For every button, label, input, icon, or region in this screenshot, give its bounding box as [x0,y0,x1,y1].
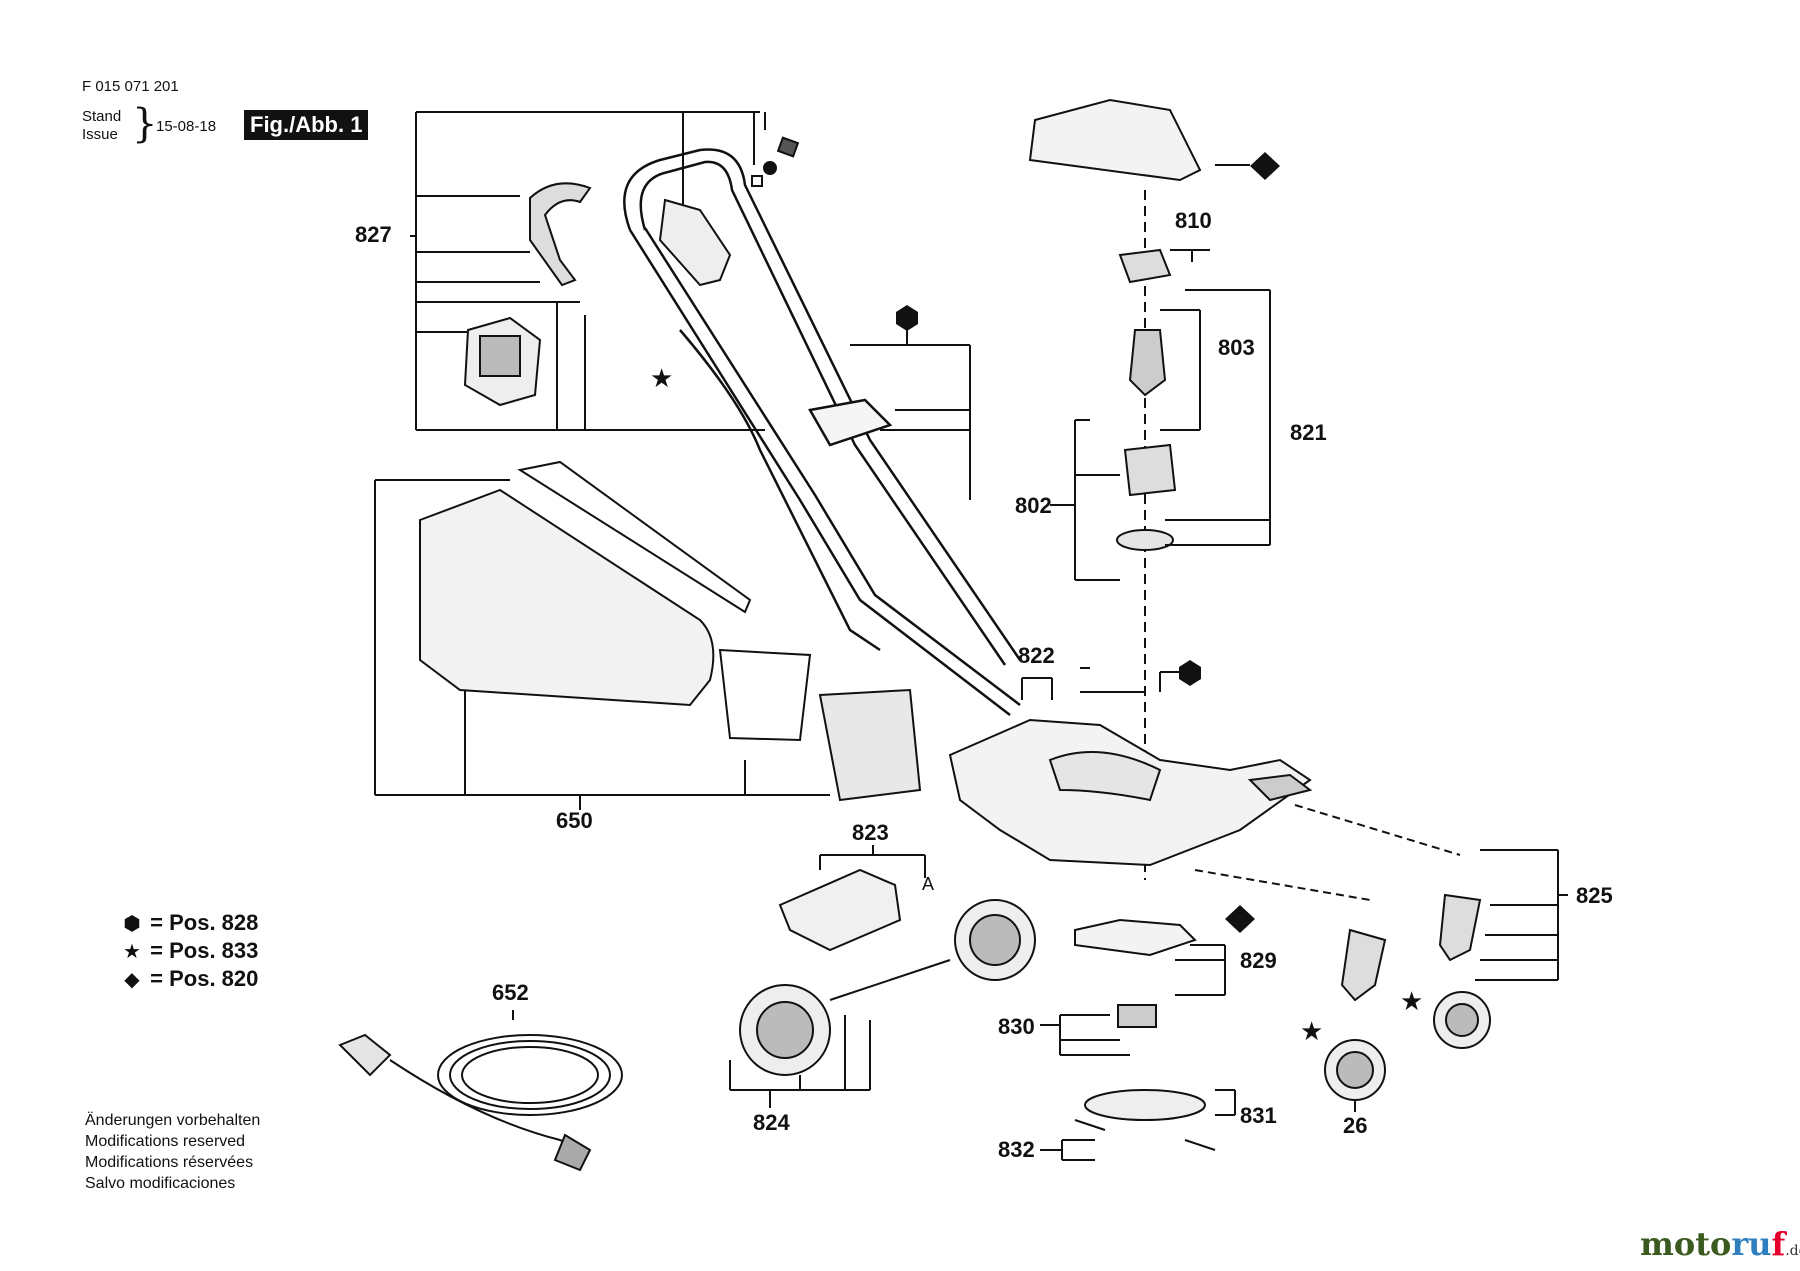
part-label-a: A [922,874,935,894]
hexagon-icon: ⬢ [123,913,141,935]
figure-label: Fig./Abb. 1 [244,110,369,140]
part-label-26: 26 [1343,1113,1368,1138]
part-label-822: 822 [1018,643,1055,668]
part-label-650: 650 [556,808,593,833]
brand-logo: motoruf.de [1640,1225,1800,1263]
modifications-es: Salvo modificaciones [85,1175,236,1192]
document-number: F 015 071 201 [82,78,179,95]
part-label-829: 829 [1240,948,1277,973]
motor-assembly [1021,98,1271,880]
hexagon-marker-icon [1179,660,1201,686]
mower-deck [948,718,1461,901]
modifications-note: Änderungen vorbehalten Modifications res… [85,1110,260,1194]
part-label-652: 652 [492,980,529,1005]
issue-date: 15-08-18 [156,118,217,135]
diamond-icon: ◆ [124,969,140,991]
brand-part-1: moto [1640,1225,1732,1263]
part-label-827: 827 [355,222,392,247]
legend-text: Pos. 833 [169,938,259,963]
blade-assembly [1040,918,1236,1161]
brand-tld: .de [1785,1243,1800,1259]
star-marker-icon: ★ [1300,1017,1323,1047]
issue-label: Issue [82,126,118,143]
grass-box [374,460,922,810]
star-marker-icon: ★ [650,364,673,394]
rear-wheels [729,899,1036,1108]
hexagon-marker-icon [896,305,918,331]
diamond-marker-icon [1250,152,1280,180]
push-handle [623,148,1022,716]
part-label-824: 824 [753,1110,790,1135]
part-label-810: 810 [1175,208,1212,233]
legend-text: Pos. 820 [169,966,259,991]
front-wheel-assembly [1324,849,1568,1112]
star-marker-icon: ★ [1400,987,1423,1017]
part-label-832: 832 [998,1137,1035,1162]
legend-row-820: ◆ = Pos. 820 [120,966,258,992]
part-label-830: 830 [998,1014,1035,1039]
stand-label: Stand [82,108,122,125]
brand-part-2: ru [1731,1225,1772,1263]
diamond-marker-icon [1225,905,1255,933]
part-label-831: 831 [1240,1103,1277,1128]
part-label-825: 825 [1576,883,1613,908]
part-label-802: 802 [1015,493,1052,518]
modifications-de: Änderungen vorbehalten [85,1112,261,1129]
legend-eq: = [150,910,163,935]
part-label-823: 823 [852,820,889,845]
mulch-plug [778,845,926,952]
legend-text: Pos. 828 [169,910,259,935]
legend-row-833: ★ = Pos. 833 [120,938,258,964]
symbol-markers: ★ ★ ★ [650,152,1423,1047]
handle-switch-group [410,111,800,431]
legend-eq: = [150,938,163,963]
part-label-803: 803 [1218,335,1255,360]
modifications-fr: Modifications réservées [85,1154,254,1171]
legend-eq: = [150,966,163,991]
stand-issue-label: Stand Issue [82,108,121,144]
brand-part-3: f [1771,1225,1786,1263]
legend-row-828: ⬢ = Pos. 828 [120,910,258,936]
part-label-821: 821 [1290,420,1327,445]
star-icon: ★ [123,941,141,963]
mains-cable [338,1010,623,1172]
brace-glyph: } [132,101,158,147]
modifications-en: Modifications reserved [85,1133,246,1150]
